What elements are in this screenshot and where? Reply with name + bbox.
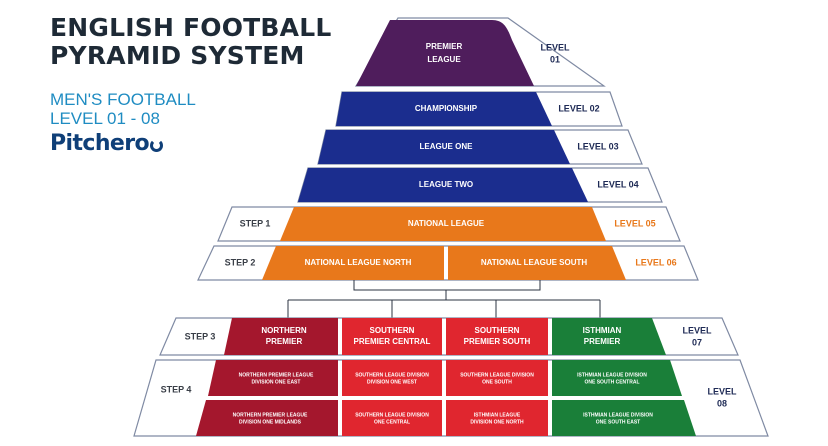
southern-premier-south-box [446, 318, 548, 355]
tier-league-one: LEAGUE ONE LEVEL 03 [317, 129, 643, 165]
level-03-label: LEVEL 03 [577, 141, 618, 151]
step4-r1c2-line-2: DIVISION ONE WEST [367, 379, 417, 385]
level-08-line-1: LEVEL [707, 386, 737, 396]
tier-league-two: LEAGUE TWO LEVEL 04 [297, 167, 663, 203]
step4-r2c1-line-2: DIVISION ONE MIDLANDS [239, 419, 302, 425]
isthmian-premier-label-2: PREMIER [584, 337, 621, 346]
isthmian-south-central-box [552, 360, 682, 396]
championship-label: CHAMPIONSHIP [415, 104, 478, 113]
national-league-label: NATIONAL LEAGUE [408, 219, 485, 228]
page-title: ENGLISH FOOTBALL PYRAMID SYSTEM [50, 14, 331, 70]
southern-premier-central-label-1: SOUTHERN [370, 326, 415, 335]
step4-r2c1-line-1: NORTHERN PREMIER LEAGUE [233, 412, 308, 418]
tier-premier-league: PREMIER LEAGUE LEVEL 01 [354, 17, 606, 87]
southern-one-south-box [446, 360, 548, 396]
level-01-line-1: LEVEL [540, 42, 570, 52]
step4-r1c1-line-1: NORTHERN PREMIER LEAGUE [239, 372, 314, 378]
title-line-1: ENGLISH FOOTBALL [50, 13, 332, 42]
step4-r2c2-line-1: SOUTHERN LEAGUE DIVISION [355, 412, 429, 418]
tier-national-north-south: STEP 2 NATIONAL LEAGUE NORTH NATIONAL LE… [197, 245, 699, 281]
league-two-label: LEAGUE TWO [419, 180, 473, 189]
step4-r1c4-line-1: ISTHMIAN LEAGUE DIVISION [577, 372, 647, 378]
step4-r2c4-line-2: ONE SOUTH EAST [596, 419, 640, 425]
pitchero-logo-icon [149, 138, 163, 152]
level-02-label: LEVEL 02 [558, 103, 599, 113]
isthmian-premier-label-1: ISTHMIAN [583, 326, 622, 335]
premier-league-label-1: PREMIER [426, 42, 463, 51]
southern-one-central-box [342, 400, 442, 436]
championship-box [336, 92, 552, 126]
southern-premier-south-label-1: SOUTHERN [475, 326, 520, 335]
northern-premier-label-2: PREMIER [266, 337, 303, 346]
national-league-south-box [448, 246, 626, 280]
southern-one-west-box [342, 360, 442, 396]
league-one-label: LEAGUE ONE [420, 142, 474, 151]
level-06-label: LEVEL 06 [635, 257, 676, 267]
subtitle-line-1: MEN'S FOOTBALL [50, 90, 196, 109]
national-league-south-label: NATIONAL LEAGUE SOUTH [481, 258, 588, 267]
northern-premier-midlands-box [196, 400, 338, 436]
southern-premier-central-box [342, 318, 442, 355]
league-two-box [298, 168, 588, 202]
level-01-line-2: 01 [550, 54, 560, 64]
premier-league-box [356, 20, 534, 86]
league-one-box [318, 130, 570, 164]
level-07-line-2: 07 [692, 337, 702, 347]
subtitle-line-2: LEVEL 01 - 08 [50, 109, 160, 128]
step4-r1c2-line-1: SOUTHERN LEAGUE DIVISION [355, 372, 429, 378]
level-04-label: LEVEL 04 [597, 179, 638, 189]
southern-premier-south-label-2: PREMIER SOUTH [464, 337, 531, 346]
subtitle: MEN'S FOOTBALL LEVEL 01 - 08 [50, 90, 196, 128]
title-line-2: PYRAMID SYSTEM [50, 41, 305, 70]
step4-r1c1-line-2: DIVISION ONE EAST [252, 379, 301, 385]
southern-premier-central-label-2: PREMIER CENTRAL [354, 337, 431, 346]
step4-r2c2-line-2: ONE CENTRAL [374, 419, 410, 425]
connector-drops [287, 300, 601, 318]
level-05-label: LEVEL 05 [614, 218, 655, 228]
step-3-label: STEP 3 [185, 331, 216, 341]
isthmian-premier-box [552, 318, 666, 355]
northern-premier-label-1: NORTHERN [261, 326, 307, 335]
northern-premier-box [224, 318, 338, 355]
step-4-label: STEP 4 [161, 384, 192, 394]
isthmian-one-north-box [446, 400, 548, 436]
step4-r2c3-line-2: DIVISION ONE NORTH [470, 419, 524, 425]
tier-championship: CHAMPIONSHIP LEVEL 02 [335, 91, 623, 127]
step-1-label: STEP 1 [240, 218, 271, 228]
step-2-label: STEP 2 [225, 257, 256, 267]
premier-league-label-2: LEAGUE [427, 55, 461, 64]
national-league-north-label: NATIONAL LEAGUE NORTH [305, 258, 412, 267]
isthmian-south-east-box [552, 400, 696, 436]
connector-lines [287, 280, 601, 318]
tier-national-league: STEP 1 NATIONAL LEAGUE LEVEL 05 [217, 206, 681, 242]
step4-r1c4-line-2: ONE SOUTH CENTRAL [585, 379, 640, 385]
logo-text: Pitchero [50, 131, 150, 156]
step4-r2c3-line-1: ISTHMIAN LEAGUE [474, 412, 521, 418]
connector-top [353, 280, 541, 291]
tier-step-3: STEP 3 NORTHERN PREMIER SOUTHERN PREMIER… [159, 317, 739, 356]
step4-r1c3-line-1: SOUTHERN LEAGUE DIVISION [460, 372, 534, 378]
step4-r2c4-line-1: ISTHMIAN LEAGUE DIVISION [583, 412, 653, 418]
national-league-north-box [262, 246, 444, 280]
step4-r1c3-line-2: ONE SOUTH [482, 379, 512, 385]
pitchero-logo: Pitchero [50, 131, 163, 156]
tier-step-4: STEP 4 NORTHERN PREMIER LEAGUE DIVISION … [133, 359, 769, 437]
northern-premier-east-box [208, 360, 338, 396]
national-league-box [280, 207, 606, 241]
level-07-line-1: LEVEL [682, 325, 712, 335]
level-08-line-2: 08 [717, 398, 727, 408]
